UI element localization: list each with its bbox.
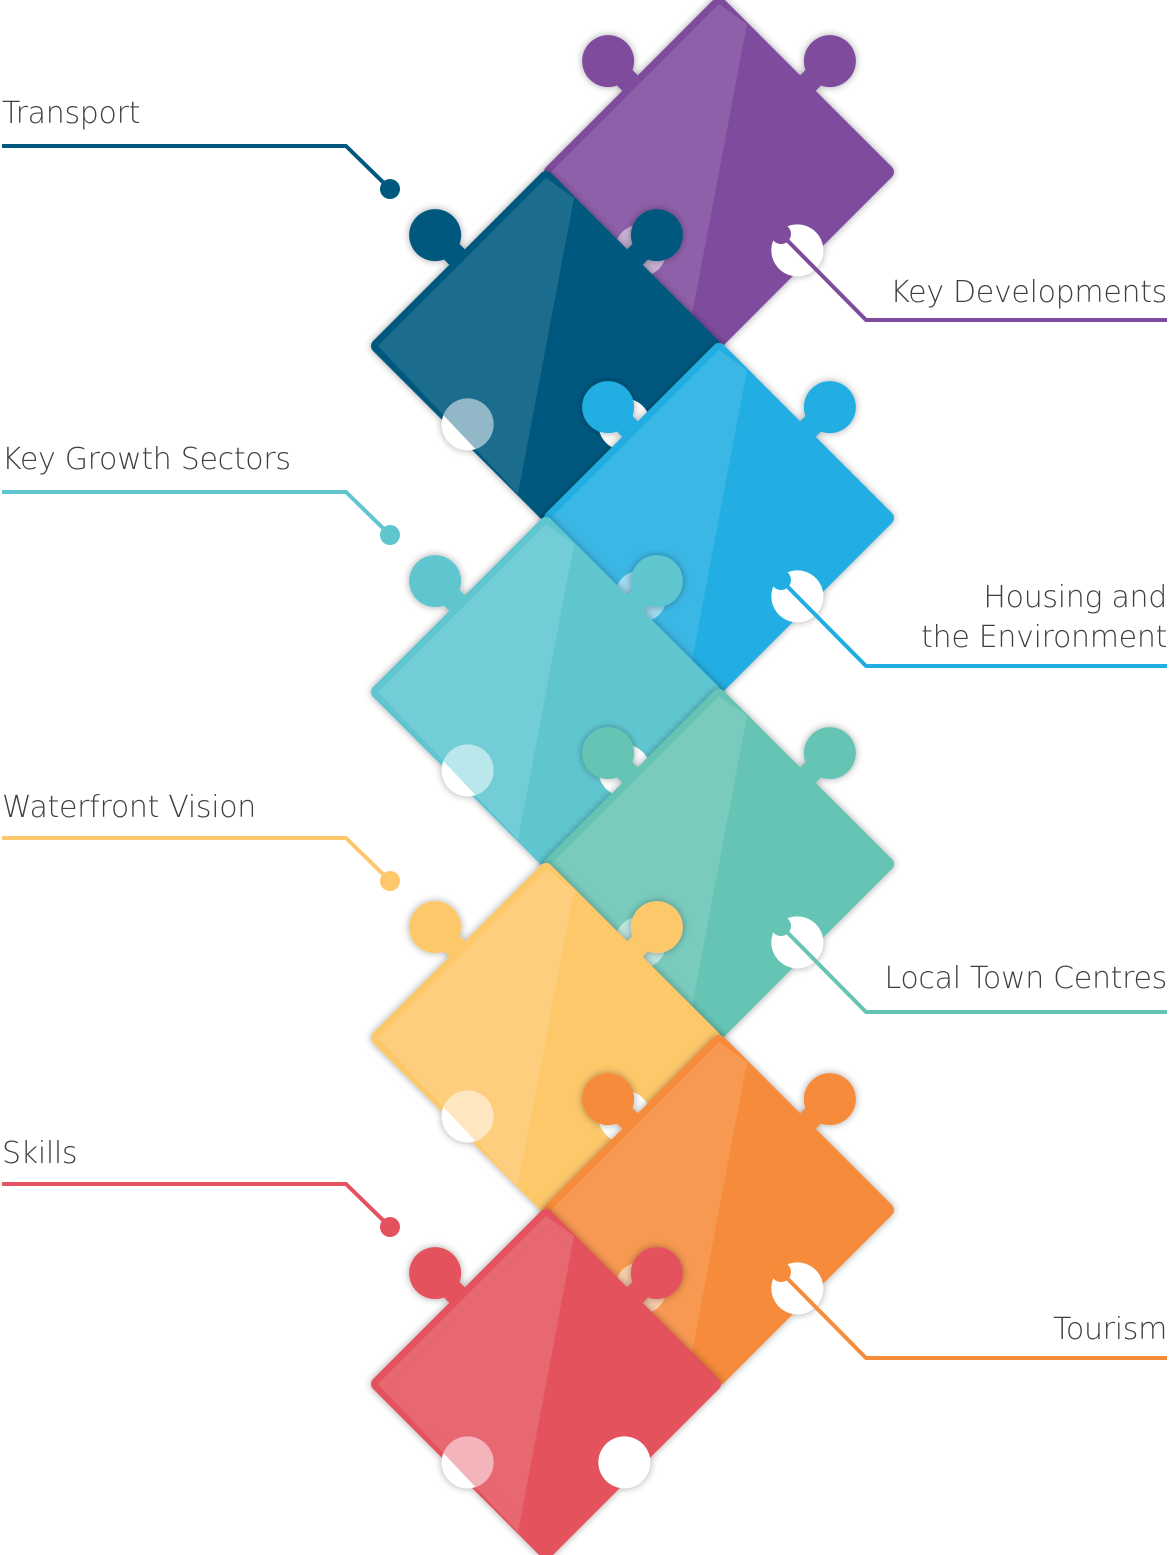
connector-dot-key-developments — [771, 224, 791, 244]
connector-line-skills — [2, 1182, 392, 1229]
connector-dot-key-growth-sectors — [380, 525, 400, 545]
puzzle-pieces — [371, 0, 894, 1555]
connector-dot-tourism — [771, 1262, 791, 1282]
connector-lines — [2, 144, 1167, 1360]
label-local-town-centres: Local Town Centres — [884, 961, 1167, 996]
connector-line-key-growth-sectors — [2, 490, 392, 537]
connector-line-waterfront-vision — [2, 836, 392, 883]
label-key-developments: Key Developments — [890, 275, 1167, 310]
connector-line-key-developments — [779, 232, 1167, 322]
label-housing-line-2: the Environment — [921, 620, 1167, 655]
puzzle-piece-skills — [371, 1209, 721, 1555]
connector-dot-waterfront-vision — [380, 871, 400, 891]
label-tourism: Tourism — [1052, 1312, 1167, 1347]
connector-line-housing — [779, 578, 1167, 668]
label-transport: Transport — [2, 96, 141, 131]
connector-line-tourism — [779, 1270, 1167, 1360]
connector-dot-transport — [380, 179, 400, 199]
connector-dot-skills — [380, 1217, 400, 1237]
label-waterfront-vision: Waterfront Vision — [2, 790, 257, 825]
connector-line-transport — [2, 144, 392, 191]
label-skills: Skills — [2, 1136, 78, 1171]
connector-dot-housing — [771, 570, 791, 590]
connector-line-local-town-centres — [779, 924, 1167, 1014]
connector-dot-local-town-centres — [771, 916, 791, 936]
label-key-growth-sectors: Key Growth Sectors — [2, 442, 291, 477]
label-housing-line-1: Housing and — [983, 580, 1167, 615]
